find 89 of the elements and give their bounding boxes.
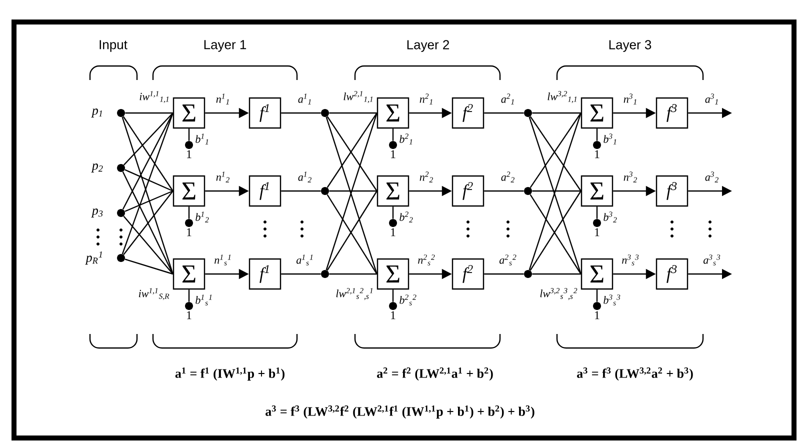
equation: a$^{2}$ = f$^{2}$ (LW$^{2,1}$a$^{1}$ + b$^{2}$) — [377, 367, 493, 381]
connector — [392, 290, 394, 302]
dot — [185, 141, 193, 149]
dot — [524, 187, 532, 195]
summing-box: Σ — [580, 258, 614, 290]
layer-title: Layer 2 — [407, 40, 449, 52]
summing-box: Σ — [172, 258, 206, 290]
connector — [281, 273, 321, 275]
constant-label: 1 — [391, 150, 396, 158]
constant-label: 1 — [391, 228, 396, 236]
constant-label: 1 — [187, 228, 192, 236]
transfer-function-box: f$^{2}$ — [452, 97, 484, 129]
transfer-function-box: f$^{3}$ — [656, 258, 688, 290]
input-label: p$_{R}$1 — [85, 251, 102, 265]
dot — [524, 270, 532, 278]
dot — [321, 270, 329, 278]
summing-box: Σ — [580, 175, 614, 207]
dot — [185, 302, 193, 310]
connector — [392, 206, 394, 219]
connector — [532, 112, 581, 114]
connector — [532, 190, 581, 192]
dot — [389, 141, 397, 149]
connector — [123, 190, 174, 256]
dot — [321, 109, 329, 117]
dot — [117, 209, 125, 217]
transfer-function-box: f$^{3}$ — [656, 175, 688, 207]
layer-title: Input — [100, 40, 128, 52]
connector — [281, 112, 321, 114]
equation: a$^{1}$ = f$^{1}$ (IW$^{1,1}$p + b$^{1}$) — [175, 367, 284, 381]
connector — [484, 273, 524, 275]
dot — [389, 219, 397, 227]
connector — [188, 206, 190, 219]
connector — [484, 190, 524, 192]
connector — [188, 290, 190, 302]
connector — [532, 273, 581, 275]
summing-box: Σ — [172, 175, 206, 207]
constant-label: 1 — [187, 311, 192, 320]
connector — [122, 112, 174, 210]
transfer-function-box: f$^{1}$ — [248, 258, 282, 290]
constant-label: 1 — [187, 150, 192, 158]
connector — [596, 290, 598, 302]
connector — [281, 190, 321, 192]
connector — [329, 112, 377, 114]
dot — [117, 254, 125, 262]
dot — [321, 187, 329, 195]
transfer-function-box: f$^{2}$ — [452, 175, 484, 207]
connector — [124, 190, 174, 212]
transfer-function-box: f$^{3}$ — [656, 97, 688, 129]
input-label: p$_{1}$ — [91, 108, 102, 118]
layer-title: Layer 3 — [609, 40, 652, 52]
connector — [122, 172, 174, 274]
constant-label: 1 — [595, 228, 600, 236]
dot — [593, 219, 601, 227]
summing-box: Σ — [172, 97, 206, 129]
summing-box: Σ — [580, 97, 614, 129]
connector — [124, 258, 174, 275]
equation: a$^{3}$ = f$^{3}$ (LW$^{3,2}$a$^{2}$ + b$^{3}$) — [577, 367, 693, 381]
constant-label: 1 — [391, 311, 396, 320]
input-label: p$_{2}$ — [91, 164, 103, 172]
dot — [593, 141, 601, 149]
connector — [123, 112, 174, 166]
dot — [185, 219, 193, 227]
summing-box: Σ — [376, 258, 410, 290]
dot — [524, 109, 532, 117]
input-label: p$_{3}$ — [91, 208, 103, 218]
summing-box: Σ — [376, 175, 410, 207]
connector — [188, 128, 190, 141]
transfer-function-box: f$^{1}$ — [248, 175, 282, 207]
connector — [484, 112, 524, 114]
transfer-function-box: f$^{2}$ — [452, 258, 484, 290]
connector — [392, 128, 394, 141]
connector — [329, 273, 377, 275]
constant-label: 1 — [595, 311, 600, 320]
dot — [593, 302, 601, 310]
connector — [122, 116, 174, 192]
connector — [125, 112, 173, 114]
layer-title: Layer 1 — [204, 40, 246, 52]
dot — [117, 164, 125, 172]
connector — [596, 206, 598, 219]
connector — [123, 216, 174, 274]
constant-label: 1 — [595, 150, 600, 158]
summing-box: Σ — [376, 97, 410, 129]
connector — [124, 169, 174, 192]
connector — [329, 190, 377, 192]
dot — [117, 109, 125, 117]
connector — [596, 128, 598, 141]
transfer-function-box: f$^{1}$ — [248, 97, 282, 129]
dot — [389, 302, 397, 310]
equation: a$^{3}$ = f$^{3}$ (LW$^{3,2}$f$^{2}$ (LW$^{2,1}$f$^{1}$ (IW$^{1,1}$p + b$^{1}$) + b$^{2}$) + b$^{3}$) — [266, 405, 534, 419]
